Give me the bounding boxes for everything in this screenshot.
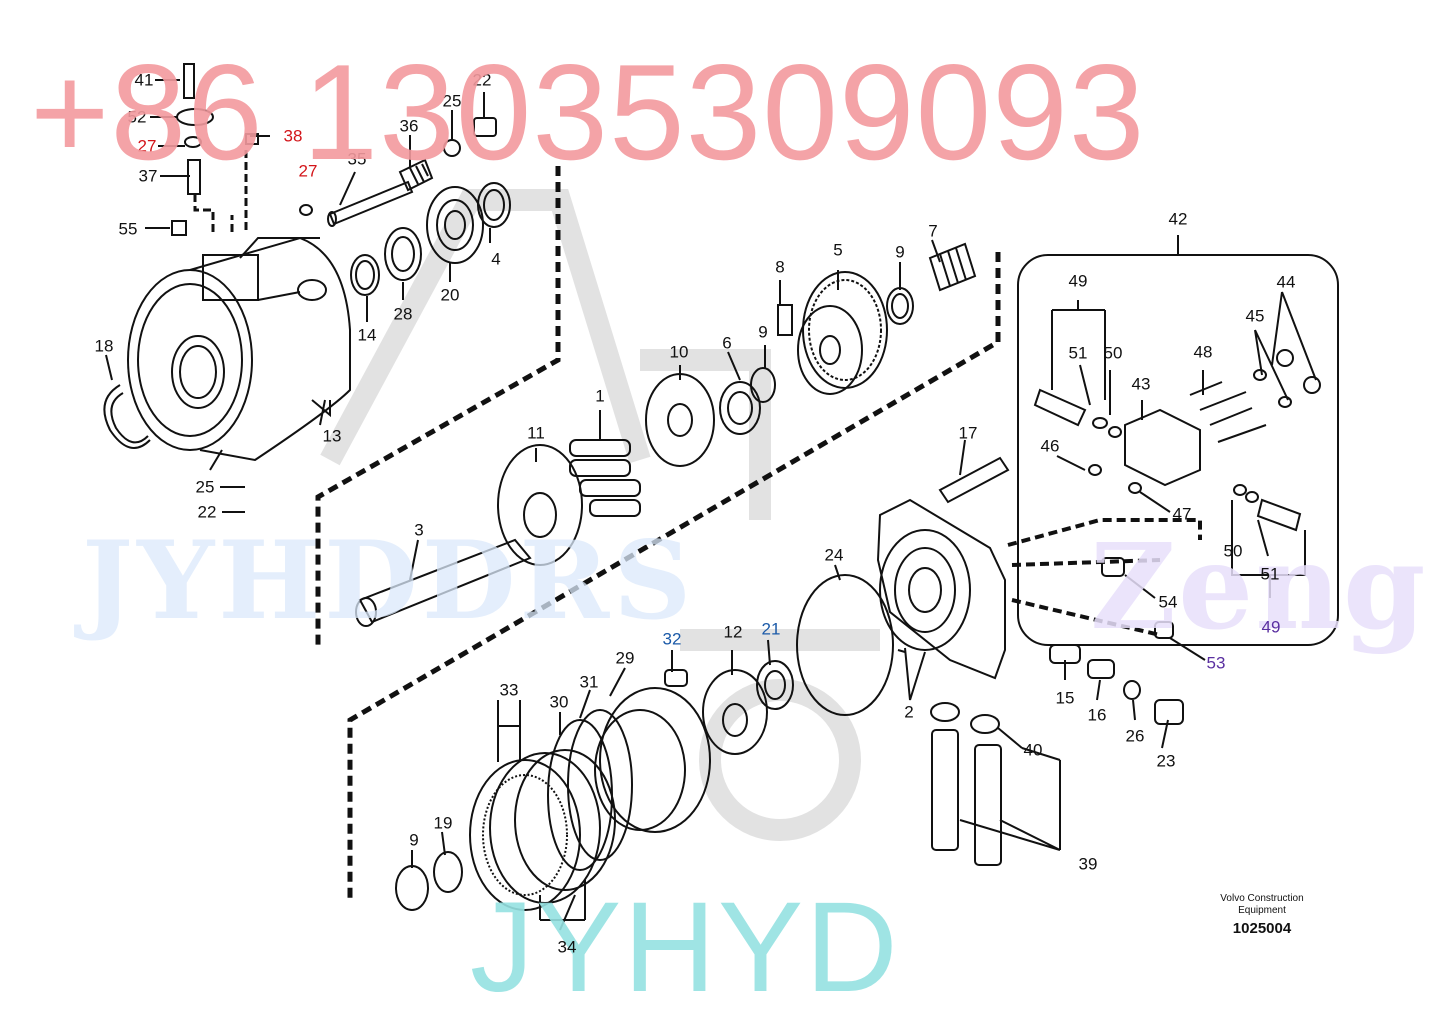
callout-15: 15 [1055, 688, 1075, 708]
callout-6: 6 [722, 333, 732, 353]
watermark-jyhd-top: JYHDDRS [82, 518, 696, 644]
callout-53: 53 [1206, 653, 1226, 673]
callout-34: 34 [557, 937, 577, 957]
callout-22-top: 22 [472, 70, 492, 90]
callout-21: 21 [761, 619, 781, 639]
callout-2: 2 [904, 702, 914, 722]
callout-9-top: 9 [895, 242, 905, 262]
callout-30: 30 [549, 692, 569, 712]
callout-26: 26 [1125, 726, 1145, 746]
callout-31: 31 [579, 672, 599, 692]
callout-14: 14 [357, 325, 377, 345]
callout-25: 25 [195, 477, 215, 497]
callout-51-top: 51 [1068, 343, 1088, 363]
callout-52: 52 [127, 107, 147, 127]
callout-29: 29 [615, 648, 635, 668]
callout-23: 23 [1156, 751, 1176, 771]
callout-8: 8 [775, 257, 785, 277]
callout-3: 3 [414, 520, 424, 540]
callout-4: 4 [491, 249, 501, 269]
watermark-phone: +86 13035309093 [30, 36, 1146, 188]
callout-36: 36 [399, 116, 419, 136]
callout-48: 48 [1193, 342, 1213, 362]
callout-24: 24 [824, 545, 844, 565]
callout-11: 11 [527, 423, 545, 443]
callout-33: 33 [499, 680, 519, 700]
callout-20: 20 [440, 285, 460, 305]
callout-46: 46 [1040, 436, 1060, 456]
callout-35: 35 [347, 149, 367, 169]
callout-10: 10 [669, 342, 689, 362]
callout-55: 55 [118, 219, 138, 239]
callout-50-bottom: 50 [1223, 541, 1243, 561]
callout-27: 27 [298, 161, 318, 181]
callout-50-top: 50 [1103, 343, 1123, 363]
callout-13: 13 [322, 426, 342, 446]
callout-37: 37 [138, 166, 158, 186]
callout-22: 22 [197, 502, 217, 522]
callout-51-bottom: 51 [1260, 564, 1280, 584]
callout-42: 42 [1168, 209, 1188, 229]
document-id: 1025004 [1232, 920, 1292, 937]
callout-49-top: 49 [1068, 271, 1088, 291]
brand-line-1: Volvo Construction [1220, 893, 1304, 904]
callout-16: 16 [1087, 705, 1107, 725]
callout-9-bottom: 9 [409, 830, 419, 850]
housing-13 [127, 236, 351, 471]
callout-54: 54 [1158, 592, 1178, 612]
callout-27-top: 27 [137, 136, 157, 156]
callout-49-bottom: 49 [1261, 617, 1281, 637]
callout-39: 39 [1078, 854, 1098, 874]
callout-25-top: 25 [442, 91, 462, 111]
callout-12: 12 [723, 622, 743, 642]
watermark-jyhd-bottom: JYHYD [470, 876, 900, 1019]
callout-40: 40 [1023, 740, 1043, 760]
watermark-zeng: Zeng [1090, 517, 1428, 656]
callout-38: 38 [283, 126, 303, 146]
callout-5: 5 [833, 240, 843, 260]
callout-1: 1 [595, 386, 605, 406]
callout-18: 18 [94, 336, 114, 356]
callout-28: 28 [393, 304, 413, 324]
callout-44: 44 [1276, 272, 1296, 292]
callout-41: 41 [134, 70, 154, 90]
callout-32: 32 [662, 629, 682, 649]
callout-9-mid: 9 [758, 322, 768, 342]
callout-45: 45 [1245, 306, 1265, 326]
brand-line-2: Equipment [1238, 905, 1286, 916]
brand-caption: Volvo Construction Equipment [1220, 893, 1303, 917]
callout-19: 19 [433, 813, 453, 833]
callout-43: 43 [1131, 374, 1151, 394]
callout-17: 17 [958, 423, 978, 443]
callout-47: 47 [1172, 504, 1192, 524]
callout-7: 7 [928, 221, 938, 241]
